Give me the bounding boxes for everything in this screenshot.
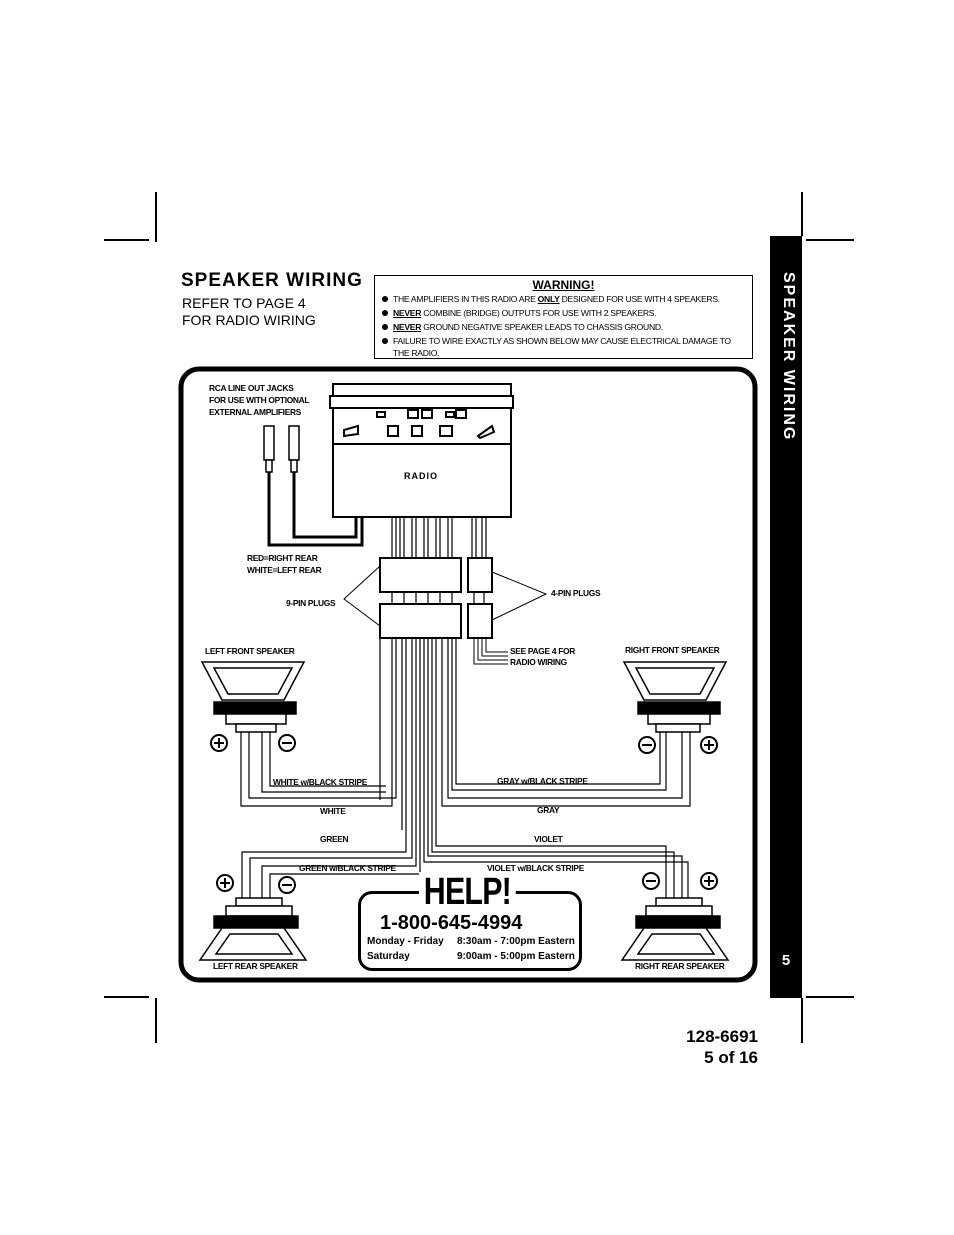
white-stripe-label: WHITE w/BLACK STRIPE: [273, 777, 368, 787]
right-front-speaker: [622, 661, 728, 733]
crop-mark: [801, 192, 803, 236]
crop-mark: [806, 239, 854, 241]
see-page-label-2: RADIO WIRING: [510, 657, 567, 667]
crop-mark: [801, 998, 803, 1043]
nine-pin-label: 9-PIN PLUGS: [286, 598, 336, 608]
see-page-label-1: SEE PAGE 4 FOR: [510, 646, 575, 656]
right-rear-speaker: [620, 897, 730, 961]
left-rear-speaker: [198, 897, 308, 961]
warning-line-2: NEVER COMBINE (BRIDGE) OUTPUTS FOR USE W…: [393, 308, 657, 318]
white-left-label: WHITE=LEFT REAR: [247, 565, 322, 575]
bullet-icon: [382, 310, 388, 316]
page-of-label: 5 of 16: [704, 1048, 758, 1067]
help-saturday-label: Saturday: [367, 951, 410, 962]
left-rear-label: LEFT REAR SPEAKER: [213, 961, 298, 971]
side-tab-page-number: 5: [781, 952, 791, 969]
four-pin-label: 4-PIN PLUGS: [551, 588, 601, 598]
page-title: SPEAKER WIRING: [181, 270, 363, 291]
rca-cable: [267, 472, 364, 547]
bullet-icon: [382, 338, 388, 344]
radio-label: RADIO: [404, 471, 438, 481]
white-label: WHITE: [320, 806, 346, 816]
gray-stripe-label: GRAY w/BLACK STRIPE: [497, 776, 588, 786]
help-weekday-hours: 8:30am - 7:00pm Eastern: [457, 936, 575, 947]
help-weekday-label: Monday - Friday: [367, 936, 444, 947]
help-title: HELP!: [419, 872, 516, 912]
left-front-speaker: [200, 661, 306, 733]
warning-line-4: FAILURE TO WIRE EXACTLY AS SHOWN BELOW M…: [393, 336, 731, 346]
green-label: GREEN: [320, 834, 349, 844]
left-front-label: LEFT FRONT SPEAKER: [205, 646, 295, 656]
green-stripe-label: GREEN w/BLACK STRIPE: [299, 863, 396, 873]
crop-mark: [155, 998, 157, 1043]
rca-label-line-1: RCA LINE OUT JACKS: [209, 383, 294, 393]
bullet-icon: [382, 296, 388, 302]
rca-jacks: [263, 425, 300, 473]
right-front-label: RIGHT FRONT SPEAKER: [625, 645, 720, 655]
radio-unit: [329, 383, 514, 518]
subtitle-line-2: FOR RADIO WIRING: [182, 312, 316, 328]
crop-mark: [104, 239, 149, 241]
crop-mark: [806, 996, 854, 998]
polarity-icons: [210, 734, 718, 894]
warning-line-5: THE RADIO.: [393, 348, 440, 358]
gray-label: GRAY: [537, 805, 560, 815]
rca-label-line-2: FOR USE WITH OPTIONAL: [209, 395, 310, 405]
crop-mark: [155, 192, 157, 242]
warning-line-3: NEVER GROUND NEGATIVE SPEAKER LEADS TO C…: [393, 322, 663, 332]
warning-box: WARNING! THE AMPLIFIERS IN THIS RADIO AR…: [374, 275, 753, 359]
diagram-frame: [178, 366, 758, 983]
connector-plugs: [379, 557, 493, 639]
four-pin-leads: [473, 638, 508, 665]
harness-wires: [391, 517, 487, 604]
rca-label-line-3: EXTERNAL AMPLIFIERS: [209, 407, 302, 417]
violet-stripe-label: VIOLET w/BLACK STRIPE: [487, 863, 584, 873]
violet-label: VIOLET: [534, 834, 563, 844]
side-tab: SPEAKER WIRING 5: [770, 236, 802, 998]
crop-mark: [104, 996, 149, 998]
warning-heading: WARNING!: [532, 278, 595, 292]
plug-pointers: [343, 565, 548, 627]
speaker-wires: [240, 638, 691, 898]
red-right-label: RED=RIGHT REAR: [247, 553, 318, 563]
help-saturday-hours: 9:00am - 5:00pm Eastern: [457, 951, 575, 962]
document-number: 128-6691: [686, 1027, 758, 1046]
warning-line-1: THE AMPLIFIERS IN THIS RADIO ARE ONLY DE…: [393, 294, 720, 304]
right-rear-label: RIGHT REAR SPEAKER: [635, 961, 725, 971]
bullet-icon: [382, 324, 388, 330]
help-phone[interactable]: 1-800-645-4994: [380, 912, 523, 934]
subtitle-line-1: REFER TO PAGE 4: [182, 295, 306, 311]
